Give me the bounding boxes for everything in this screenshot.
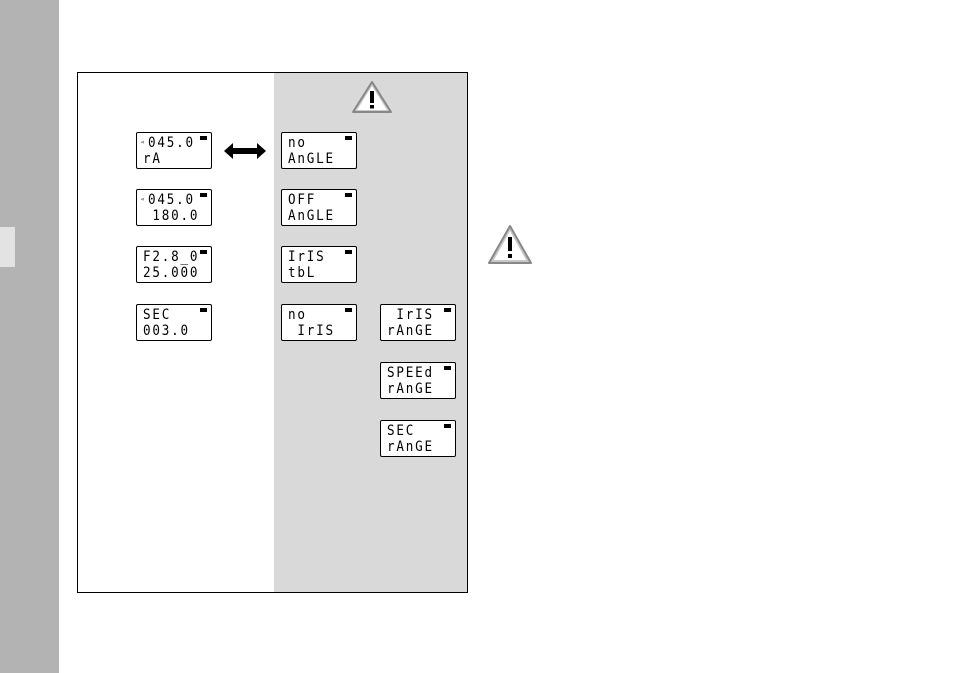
lcd-display-sec: SEC 003.0: [136, 304, 212, 341]
lcd-display-speed-range: SPEEd rAnGE: [380, 362, 456, 399]
lcd-line-1: SEC: [143, 308, 171, 322]
lcd-segment-mark: [444, 366, 451, 370]
lcd-display-angle-ra: ◃ 045.0 rA: [136, 132, 212, 169]
section-tab-marker: [0, 227, 15, 267]
lcd-display-iris-range: IrIS rAnGE: [380, 304, 456, 341]
lcd-segment-mark: [345, 250, 352, 254]
lcd-line-1: no: [288, 136, 307, 150]
lcd-line-2: 003.0: [143, 324, 190, 338]
lcd-display-angle-value: ◃ 045.0 180.0: [136, 189, 212, 226]
warning-triangle-icon: [486, 223, 534, 267]
lcd-line-1: IrIS: [288, 250, 326, 264]
lcd-line-2: rAnGE: [387, 382, 434, 396]
lcd-segment-mark: [444, 308, 451, 312]
double-arrow-icon: [224, 143, 266, 159]
lcd-line-1: IrIS: [387, 308, 434, 322]
lcd-line-2: rAnGE: [387, 324, 434, 338]
lcd-display-off-angle: OFF AnGLE: [281, 189, 357, 226]
lcd-line-1: no: [288, 308, 307, 322]
lcd-segment-mark: [345, 308, 352, 312]
lcd-line-2: IrIS: [288, 324, 335, 338]
lcd-line-1: 045.0: [148, 193, 195, 207]
lcd-line-2: 25.000: [143, 266, 199, 280]
lcd-segment-mark: [345, 136, 352, 140]
lcd-line-2: 180.0: [143, 209, 199, 223]
lcd-line-1: F2.8_0: [143, 250, 199, 264]
lcd-segment-mark: [200, 136, 207, 140]
lcd-line-2: tbL: [288, 266, 316, 280]
lcd-segment-mark: [345, 193, 352, 197]
lcd-diagram-panel: ◃ 045.0 rA ◃ 045.0 180.0 F2.8_0 25.000 S…: [77, 72, 468, 593]
lcd-segment-mark: [200, 250, 207, 254]
lcd-segment-mark: [200, 193, 207, 197]
lcd-display-fstop: F2.8_0 25.000: [136, 246, 212, 283]
lcd-line-2: rAnGE: [387, 440, 434, 454]
lcd-segment-mark: [444, 424, 451, 428]
warning-triangle-icon: [350, 79, 394, 115]
lcd-display-iris-tbl: IrIS tbL: [281, 246, 357, 283]
lcd-segment-mark: [200, 308, 207, 312]
left-pointer-icon: ◃: [140, 196, 144, 203]
page-edge-bar: [0, 0, 59, 673]
lcd-line-1: 045.0: [148, 136, 195, 150]
lcd-line-2: rA: [143, 152, 162, 166]
lcd-display-sec-range: SEC rAnGE: [380, 420, 456, 457]
lcd-line-1: SEC: [387, 424, 415, 438]
lcd-display-no-angle: no AnGLE: [281, 132, 357, 169]
lcd-line-1: OFF: [288, 193, 316, 207]
lcd-line-2: AnGLE: [288, 209, 335, 223]
lcd-line-1: SPEEd: [387, 366, 434, 380]
lcd-line-2: AnGLE: [288, 152, 335, 166]
lcd-display-no-iris: no IrIS: [281, 304, 357, 341]
left-pointer-icon: ◃: [140, 139, 144, 146]
